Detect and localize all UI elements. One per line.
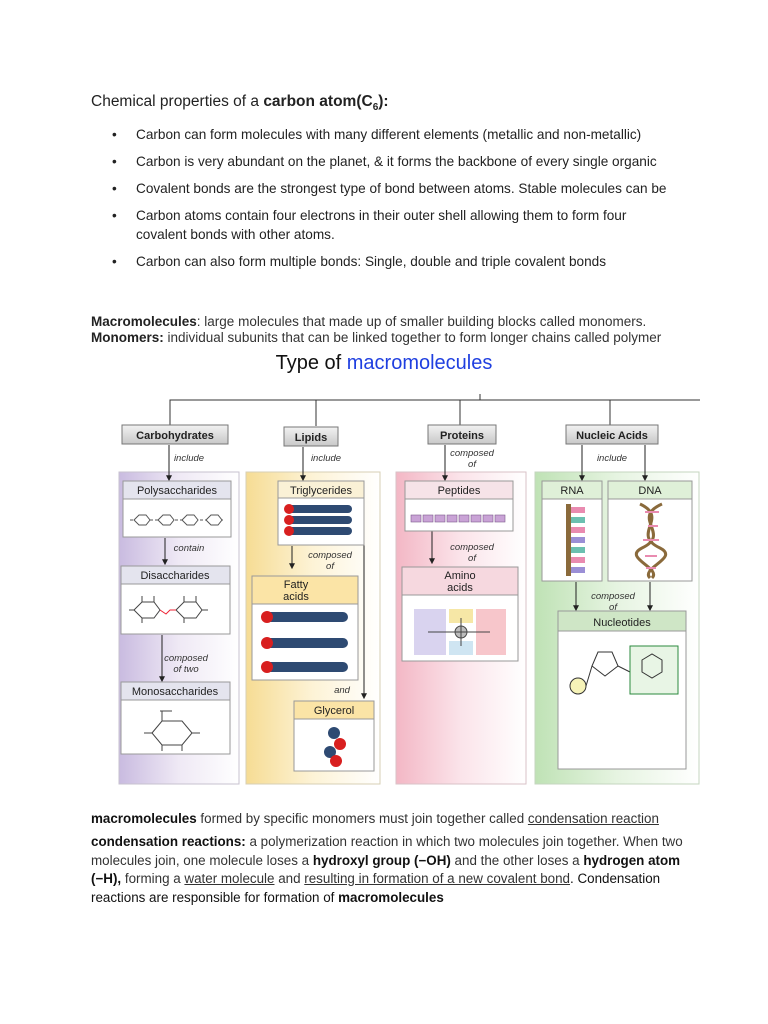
macromolecules-diagram: Carbohydrates Lipids Proteins Nucleic Ac… (118, 394, 700, 785)
box-nucleotides: Nucleotides (593, 617, 651, 629)
category-proteins: Proteins (440, 430, 484, 442)
fatty-acid-chains-graphic (261, 611, 348, 673)
label-and: and (334, 685, 351, 696)
monosaccharide-structure-graphic (144, 710, 200, 751)
glycerol-molecule-graphic (324, 727, 346, 767)
bullet-item: Carbon atoms contain four electrons in t… (112, 207, 672, 244)
nucleotide-structure-graphic (569, 645, 679, 695)
monomers-definition: Monomers: individual subunits that can b… (91, 330, 662, 345)
dna-helix-graphic (634, 502, 668, 580)
category-carbohydrates: Carbohydrates (136, 430, 214, 442)
label-composed: composed (591, 591, 636, 602)
label-include: include (597, 453, 627, 464)
box-disaccharides: Disaccharides (140, 570, 210, 582)
label-include: include (311, 453, 341, 464)
box-triglycerides: Triglycerides (290, 485, 352, 497)
properties-heading: Chemical properties of a carbon atom(C6)… (91, 93, 389, 114)
box-glycerol: Glycerol (314, 705, 354, 717)
box-amino-acids: Amino (444, 570, 475, 582)
label-contain: contain (174, 543, 205, 554)
disaccharide-structure-graphic (129, 596, 208, 623)
macromolecules-definition: Macromolecules: large molecules that mad… (91, 314, 647, 329)
label-composed: composed (308, 550, 353, 561)
condensation-definition: condensation reactions: a polymerization… (91, 834, 683, 905)
label-of: of (609, 602, 618, 613)
box-polysaccharides: Polysaccharides (137, 485, 218, 497)
label-include: include (174, 453, 204, 464)
category-nucleic-acids: Nucleic Acids (576, 430, 648, 442)
triglyceride-chain-graphic (284, 504, 352, 536)
box-amino-acids-line2: acids (447, 582, 473, 594)
properties-list: Carbon can form molecules with many diff… (112, 126, 672, 280)
bullet-item: Carbon can form molecules with many diff… (112, 126, 672, 145)
label-composed: composed (450, 542, 495, 553)
bullet-item: Carbon can also form multiple bonds: Sin… (112, 253, 672, 272)
label-composed: composed (164, 653, 209, 664)
diagram-title: Type of macromolecules (275, 352, 493, 374)
label-of: of (468, 553, 477, 564)
box-dna: DNA (638, 485, 662, 497)
label-of: of (468, 459, 477, 470)
box-monosaccharides: Monosaccharides (132, 686, 219, 698)
polysaccharide-chain-graphic (130, 514, 225, 526)
peptide-chain-graphic (410, 514, 506, 523)
label-of-two: of two (173, 664, 198, 675)
amino-acid-structure-graphic (414, 609, 506, 655)
box-rna: RNA (560, 485, 584, 497)
rna-strand-graphic (566, 504, 585, 576)
box-peptides: Peptides (438, 485, 481, 497)
label-of: of (326, 561, 335, 572)
box-fatty-acids-line2: acids (283, 591, 309, 603)
bullet-item: Covalent bonds are the strongest type of… (112, 180, 672, 199)
bullet-item: Carbon is very abundant on the planet, &… (112, 153, 672, 172)
connector-lines (169, 394, 700, 428)
condensation-intro: macromolecules formed by specific monome… (91, 811, 659, 826)
label-composed: composed (450, 448, 495, 459)
box-fatty-acids: Fatty (284, 579, 309, 591)
category-lipids: Lipids (295, 432, 327, 444)
